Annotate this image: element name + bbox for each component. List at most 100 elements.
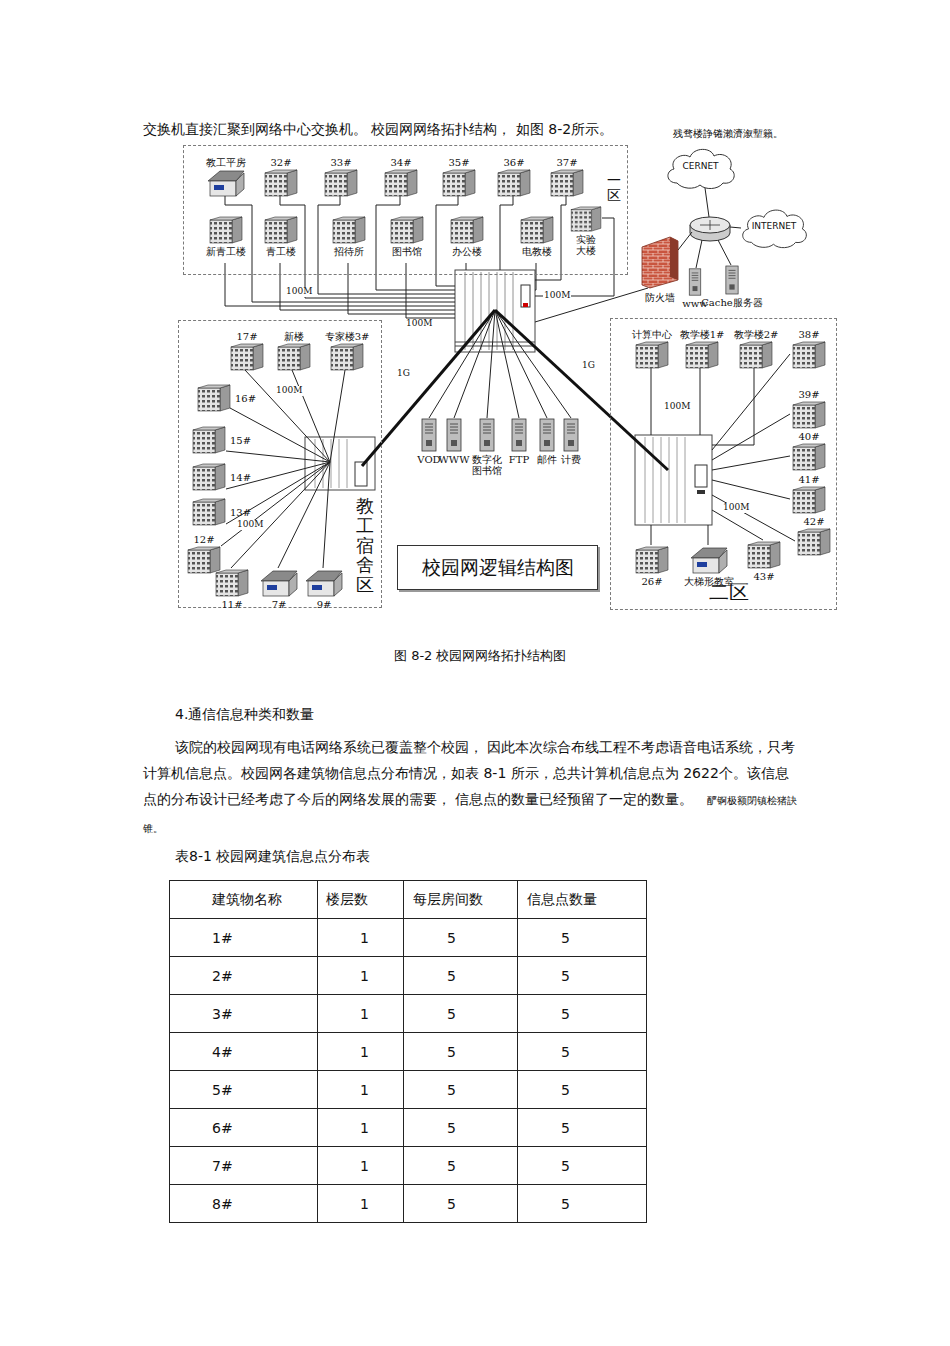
- building-label: 12#: [193, 534, 214, 545]
- table-body: 建筑物名称楼层数每层房间数信息点数量1#1552#1553#1554#1555#…: [170, 881, 647, 1223]
- building-label: 26#: [641, 576, 662, 587]
- bldg-icon: [329, 343, 365, 371]
- building-label: 13#: [230, 507, 251, 518]
- building-label: FTP: [509, 454, 529, 465]
- header-cell: 建筑物名称: [170, 881, 318, 919]
- bldg-icon: [569, 206, 603, 232]
- srv-node: FTP: [510, 418, 528, 452]
- bldg-icon: [549, 169, 585, 197]
- bldg-icon: [519, 216, 555, 244]
- bldg-icon: [496, 169, 532, 197]
- table-row: 8#155: [170, 1185, 647, 1223]
- bldg-node: 15#: [191, 426, 227, 454]
- speed-label: 100M: [722, 503, 750, 513]
- icon-shape: [193, 499, 225, 525]
- bldg-icon: [634, 546, 670, 574]
- building-label: 新楼: [284, 331, 304, 342]
- bldg-node: 图书馆: [389, 216, 425, 244]
- bldg-icon: [191, 463, 227, 491]
- icon-shape: [748, 542, 780, 568]
- speed-label: 100M: [275, 386, 303, 396]
- building-label: 14#: [230, 472, 251, 483]
- bldg-node: 12#: [186, 546, 222, 574]
- icon-shape: [571, 207, 601, 231]
- table-cell: 1: [318, 1185, 404, 1223]
- bldg-node: 43#: [746, 541, 782, 569]
- bldg-icon: [791, 443, 827, 471]
- building-label: 15#: [230, 435, 251, 446]
- bldg-node: 33#: [323, 169, 359, 197]
- bldg-node: 新青工楼: [208, 216, 244, 244]
- icon-shape: [447, 419, 461, 451]
- bldg-icon: [276, 343, 312, 371]
- icon-shape: [385, 170, 417, 196]
- bldg-icon: [186, 546, 222, 574]
- table-row: 3#155: [170, 995, 647, 1033]
- cloud-node: INTERNET: [738, 203, 810, 251]
- building-label: 防火墙: [645, 292, 675, 303]
- icon-shape: [422, 419, 436, 451]
- intro-line: 交换机直接汇聚到网络中心交换机。 校园网网络拓扑结构， 如图 8-2所示。: [143, 121, 613, 139]
- house-node: 9#: [304, 569, 344, 597]
- table-cell: 5: [518, 1033, 647, 1071]
- icon-shape: [521, 217, 553, 243]
- table-cell: 5: [518, 995, 647, 1033]
- cloud-label: CERNET: [682, 162, 718, 172]
- house-icon: [206, 169, 246, 197]
- icon-shape: [325, 170, 357, 196]
- bldg-icon: [191, 498, 227, 526]
- icon-shape: [726, 266, 738, 294]
- speed-label: 1G: [581, 361, 596, 371]
- icon-shape: [216, 570, 248, 596]
- table-cell: 5: [404, 1033, 518, 1071]
- bldg-node: 电教楼: [519, 216, 555, 244]
- bldg-node: 39#: [791, 401, 827, 429]
- bldg-node: 教学楼1#: [684, 341, 720, 369]
- bldg-icon: [791, 401, 827, 429]
- srv-icon: [510, 418, 528, 452]
- bldg-node: 36#: [496, 169, 532, 197]
- icon-shape: [333, 217, 365, 243]
- table-cell: 1: [318, 1071, 404, 1109]
- bldg-node: 新楼: [276, 343, 312, 371]
- zone-heading: 一区: [607, 173, 621, 204]
- bldg-node: 26#: [634, 546, 670, 574]
- icon-shape: [793, 444, 825, 470]
- table-row: 1#155: [170, 919, 647, 957]
- house-node: 7#: [259, 569, 299, 597]
- bldg-node: 招待所: [331, 216, 367, 244]
- fw-icon: [640, 235, 680, 290]
- bldg-icon: [634, 341, 670, 369]
- icon-shape: [193, 427, 225, 453]
- bldg-node: 11#: [214, 569, 250, 597]
- house-icon: [259, 569, 299, 597]
- bldg-node: 教学楼2#: [738, 341, 774, 369]
- building-label: 新青工楼: [206, 246, 246, 257]
- watermark-text: 残骛楼諍锩瀨濟溆塹籟。: [673, 127, 783, 141]
- bldg-node: 计算中心: [634, 341, 670, 369]
- icon-shape: [188, 547, 220, 573]
- building-label: 教工平房: [206, 157, 246, 168]
- bldg-node: 实验 大楼: [569, 206, 603, 232]
- table-cell: 5: [518, 957, 647, 995]
- table-cell: 1: [318, 1109, 404, 1147]
- bldg-icon: [229, 343, 265, 371]
- building-label: 34#: [390, 157, 411, 168]
- srv-node: 计费: [562, 418, 580, 452]
- table-cell: 1: [318, 1147, 404, 1185]
- building-label: WWW: [439, 454, 470, 465]
- table-cell: 5: [518, 1109, 647, 1147]
- building-label: 图书馆: [392, 246, 422, 257]
- building-label: 教学楼1#: [680, 329, 725, 340]
- building-label: 17#: [236, 331, 257, 342]
- srv-icon: [478, 418, 496, 452]
- speed-label: 100M: [543, 291, 571, 301]
- table-cell: 1#: [170, 919, 318, 957]
- title-text: 校园网逻辑结构图: [422, 555, 574, 581]
- table-cell: 5: [518, 1071, 647, 1109]
- table-cell: 5: [404, 1071, 518, 1109]
- icon-shape: [743, 210, 807, 248]
- icon-shape: [564, 419, 578, 451]
- wires: [221, 188, 795, 568]
